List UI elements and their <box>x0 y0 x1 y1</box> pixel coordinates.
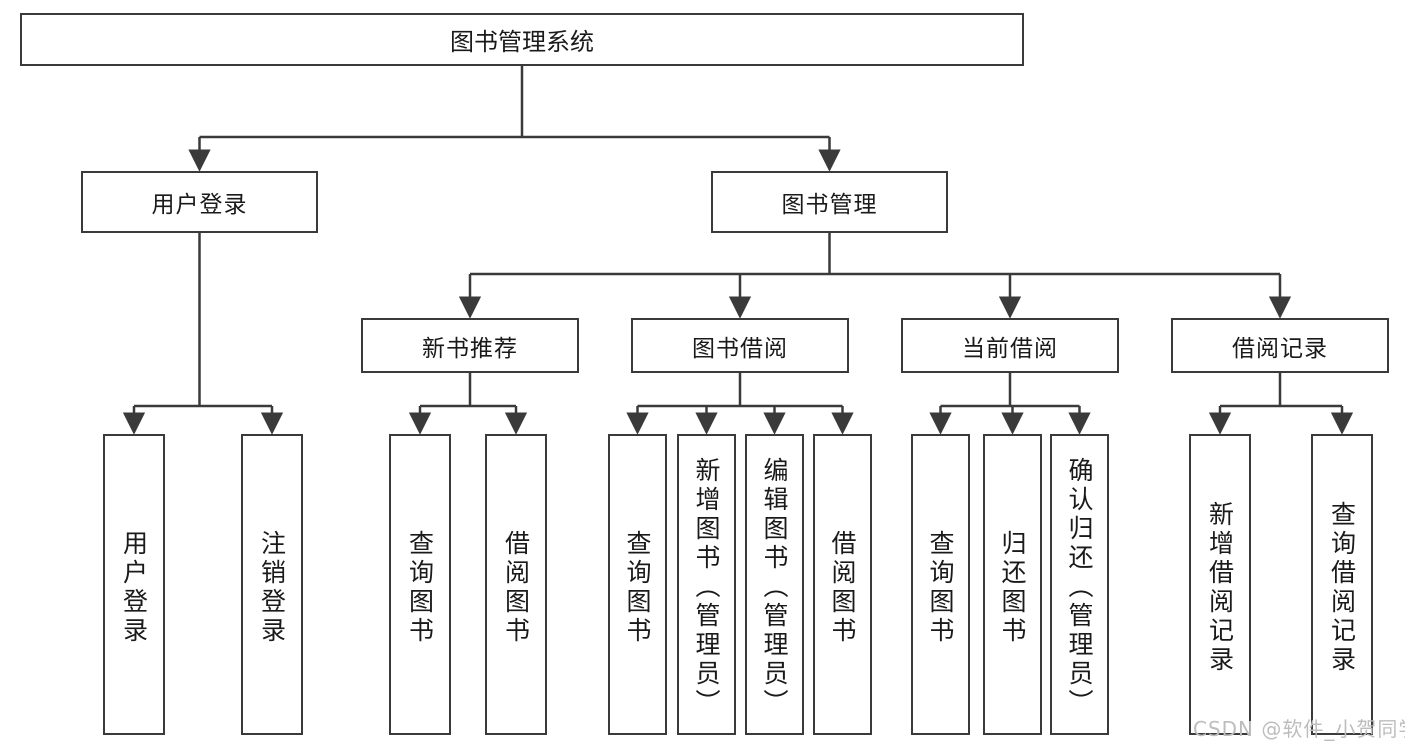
node-leaf-7[interactable]: 借阅图书 <box>813 434 872 735</box>
node-label: 新增借阅记录 <box>1205 500 1235 675</box>
node-level3-3[interactable]: 借阅记录 <box>1171 318 1389 373</box>
node-leaf-3[interactable]: 借阅图书 <box>485 434 547 735</box>
node-label: 图书管理 <box>781 192 878 218</box>
node-label: 图书借阅 <box>692 335 788 362</box>
node-label: 编辑图书（管理员） <box>760 457 789 718</box>
node-leaf-8[interactable]: 查询图书 <box>911 434 970 735</box>
node-leaf-4[interactable]: 查询图书 <box>608 434 667 735</box>
node-label: 查询图书 <box>926 529 955 646</box>
node-label: 查询图书 <box>405 529 435 646</box>
node-level3-2[interactable]: 当前借阅 <box>901 318 1119 373</box>
node-label: 查询借阅记录 <box>1327 500 1357 675</box>
node-label: 借阅图书 <box>828 529 857 646</box>
node-leaf-2[interactable]: 查询图书 <box>389 434 451 735</box>
node-leaf-1[interactable]: 注销登录 <box>241 434 303 735</box>
node-label: 当前借阅 <box>962 335 1058 362</box>
node-level3-1[interactable]: 图书借阅 <box>631 318 849 373</box>
node-label: 用户登录 <box>151 192 248 218</box>
node-leaf-11[interactable]: 新增借阅记录 <box>1189 434 1251 735</box>
node-label: 注销登录 <box>257 529 287 646</box>
node-label: 用户登录 <box>119 529 149 646</box>
node-leaf-10[interactable]: 确认归还（管理员） <box>1050 434 1109 735</box>
node-label: 借阅记录 <box>1232 335 1328 362</box>
node-label: 归还图书 <box>998 529 1027 646</box>
node-leaf-6[interactable]: 编辑图书（管理员） <box>745 434 804 735</box>
node-label: 查询图书 <box>623 529 652 646</box>
node-label: 新书推荐 <box>422 335 518 362</box>
node-leaf-12[interactable]: 查询借阅记录 <box>1311 434 1373 735</box>
node-level2-0[interactable]: 用户登录 <box>81 171 318 233</box>
node-leaf-5[interactable]: 新增图书（管理员） <box>677 434 736 735</box>
node-leaf-9[interactable]: 归还图书 <box>983 434 1042 735</box>
node-label: 新增图书（管理员） <box>692 457 721 718</box>
node-level3-0[interactable]: 新书推荐 <box>361 318 579 373</box>
watermark-text: CSDN @软件_小贺同学 <box>1193 717 1405 741</box>
node-level2-1[interactable]: 图书管理 <box>711 171 948 233</box>
node-label: 确认归还（管理员） <box>1065 457 1094 718</box>
node-leaf-0[interactable]: 用户登录 <box>103 434 165 735</box>
node-label: 图书管理系统 <box>450 28 594 56</box>
node-root-0[interactable]: 图书管理系统 <box>20 13 1024 66</box>
node-label: 借阅图书 <box>501 529 531 646</box>
